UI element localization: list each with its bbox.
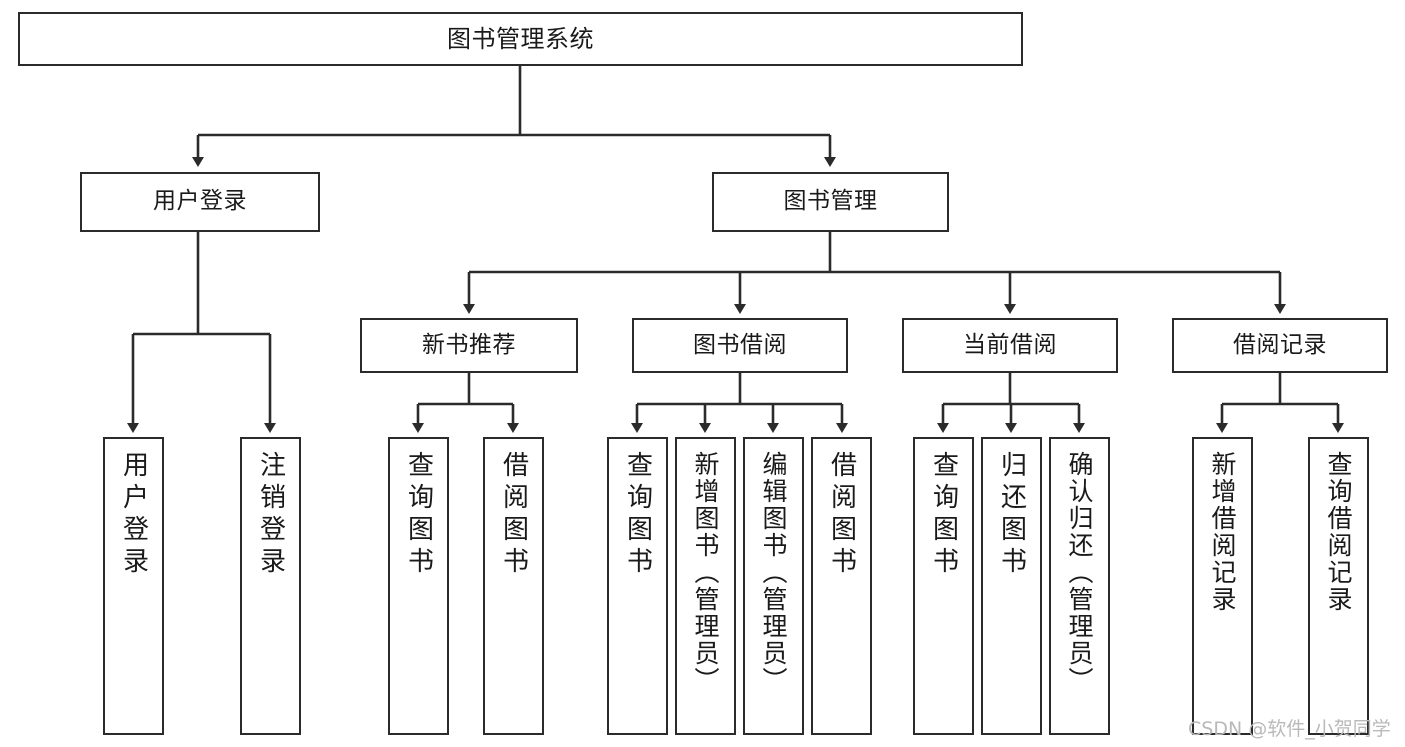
node-book-borrow[interactable]: 图书借阅 bbox=[632, 318, 848, 373]
node-label: 图书管理 bbox=[783, 188, 878, 215]
node-label: 新书推荐 bbox=[422, 331, 516, 358]
node-borrow-records[interactable]: 借阅记录 bbox=[1172, 318, 1388, 373]
leaf-borrow-edit-book[interactable]: 编辑图书（管理员） bbox=[743, 437, 804, 735]
leaf-new-book-borrow[interactable]: 借阅图书 bbox=[483, 437, 544, 735]
node-label: 注销登录 bbox=[255, 451, 286, 579]
leaf-borrow-add-book[interactable]: 新增图书（管理员） bbox=[675, 437, 736, 735]
node-label: 查询图书 bbox=[622, 451, 653, 579]
node-current-borrow[interactable]: 当前借阅 bbox=[902, 318, 1118, 373]
node-root-system[interactable]: 图书管理系统 bbox=[18, 12, 1023, 66]
node-label: 借阅图书 bbox=[498, 451, 529, 579]
leaf-records-query[interactable]: 查询借阅记录 bbox=[1308, 437, 1369, 735]
node-label: 查询图书 bbox=[928, 451, 959, 579]
node-label: 借阅图书 bbox=[826, 451, 857, 579]
node-label: 图书借阅 bbox=[693, 331, 787, 358]
node-label: 图书管理系统 bbox=[447, 24, 594, 53]
node-user-login[interactable]: 用户登录 bbox=[80, 172, 320, 232]
leaf-borrow-query-book[interactable]: 查询图书 bbox=[607, 437, 668, 735]
leaf-new-book-query[interactable]: 查询图书 bbox=[388, 437, 449, 735]
leaf-records-add[interactable]: 新增借阅记录 bbox=[1192, 437, 1253, 735]
node-label: 确认归还（管理员） bbox=[1065, 451, 1094, 694]
node-label: 用户登录 bbox=[118, 451, 149, 579]
node-label: 借阅记录 bbox=[1233, 331, 1327, 358]
csdn-watermark: CSDN @软件_小贺同学 bbox=[1188, 718, 1391, 740]
node-label: 当前借阅 bbox=[963, 331, 1057, 358]
node-label: 编辑图书（管理员） bbox=[759, 451, 788, 694]
node-label: 新增图书（管理员） bbox=[691, 451, 720, 694]
node-label: 归还图书 bbox=[996, 451, 1027, 579]
node-label: 查询借阅记录 bbox=[1324, 451, 1353, 613]
leaf-user-login[interactable]: 用户登录 bbox=[103, 437, 164, 735]
node-book-management[interactable]: 图书管理 bbox=[712, 172, 949, 232]
leaf-current-query-book[interactable]: 查询图书 bbox=[913, 437, 974, 735]
node-label: 查询图书 bbox=[403, 451, 434, 579]
leaf-logout[interactable]: 注销登录 bbox=[240, 437, 301, 735]
node-new-book-recommend[interactable]: 新书推荐 bbox=[360, 318, 578, 373]
node-label: 新增借阅记录 bbox=[1208, 451, 1237, 613]
leaf-borrow-borrow-book[interactable]: 借阅图书 bbox=[811, 437, 872, 735]
node-label: 用户登录 bbox=[153, 188, 247, 215]
leaf-current-confirm-return[interactable]: 确认归还（管理员） bbox=[1049, 437, 1110, 735]
leaf-current-return-book[interactable]: 归还图书 bbox=[981, 437, 1042, 735]
